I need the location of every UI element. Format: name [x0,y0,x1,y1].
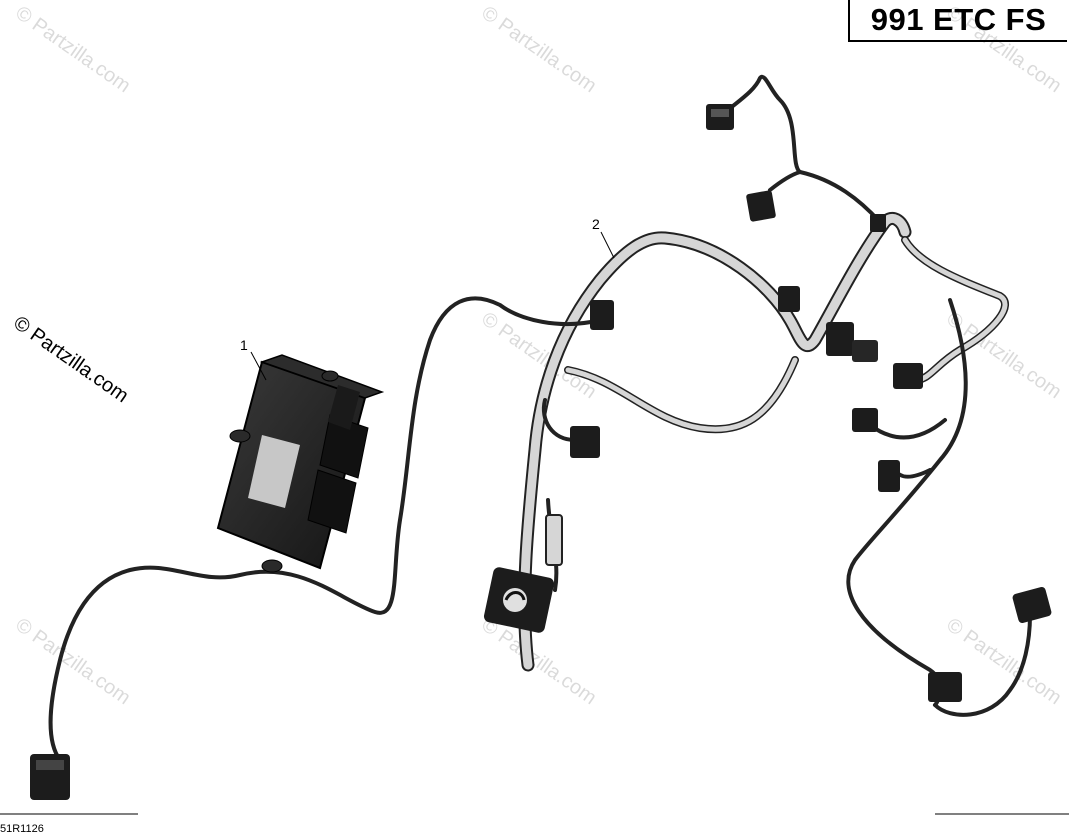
connector-icon [483,567,555,633]
connector-icon [590,300,614,330]
connector-icon [30,754,70,800]
connector-icon [852,408,878,432]
callout-label-2: 2 [592,216,600,232]
wiring-harness-icon [48,74,1032,762]
connector-icon [893,363,923,389]
callout-2 [600,231,615,259]
ecu-module-icon [216,354,385,573]
connector-icon [826,322,878,362]
callout-label-1: 1 [240,337,248,353]
connector-icon [746,190,776,222]
connector-icon [878,460,900,492]
connector-icon [1012,587,1052,623]
connector-icon [545,514,563,566]
reference-code: 51R1126 [0,823,44,835]
connector-icon [778,286,800,312]
connector-icon [706,104,734,130]
callout-1 [250,351,267,381]
connector-icon [928,672,962,702]
connector-icon [870,214,886,232]
diagram-title: 991 ETC FS [848,0,1067,42]
connector-icon [570,426,600,458]
